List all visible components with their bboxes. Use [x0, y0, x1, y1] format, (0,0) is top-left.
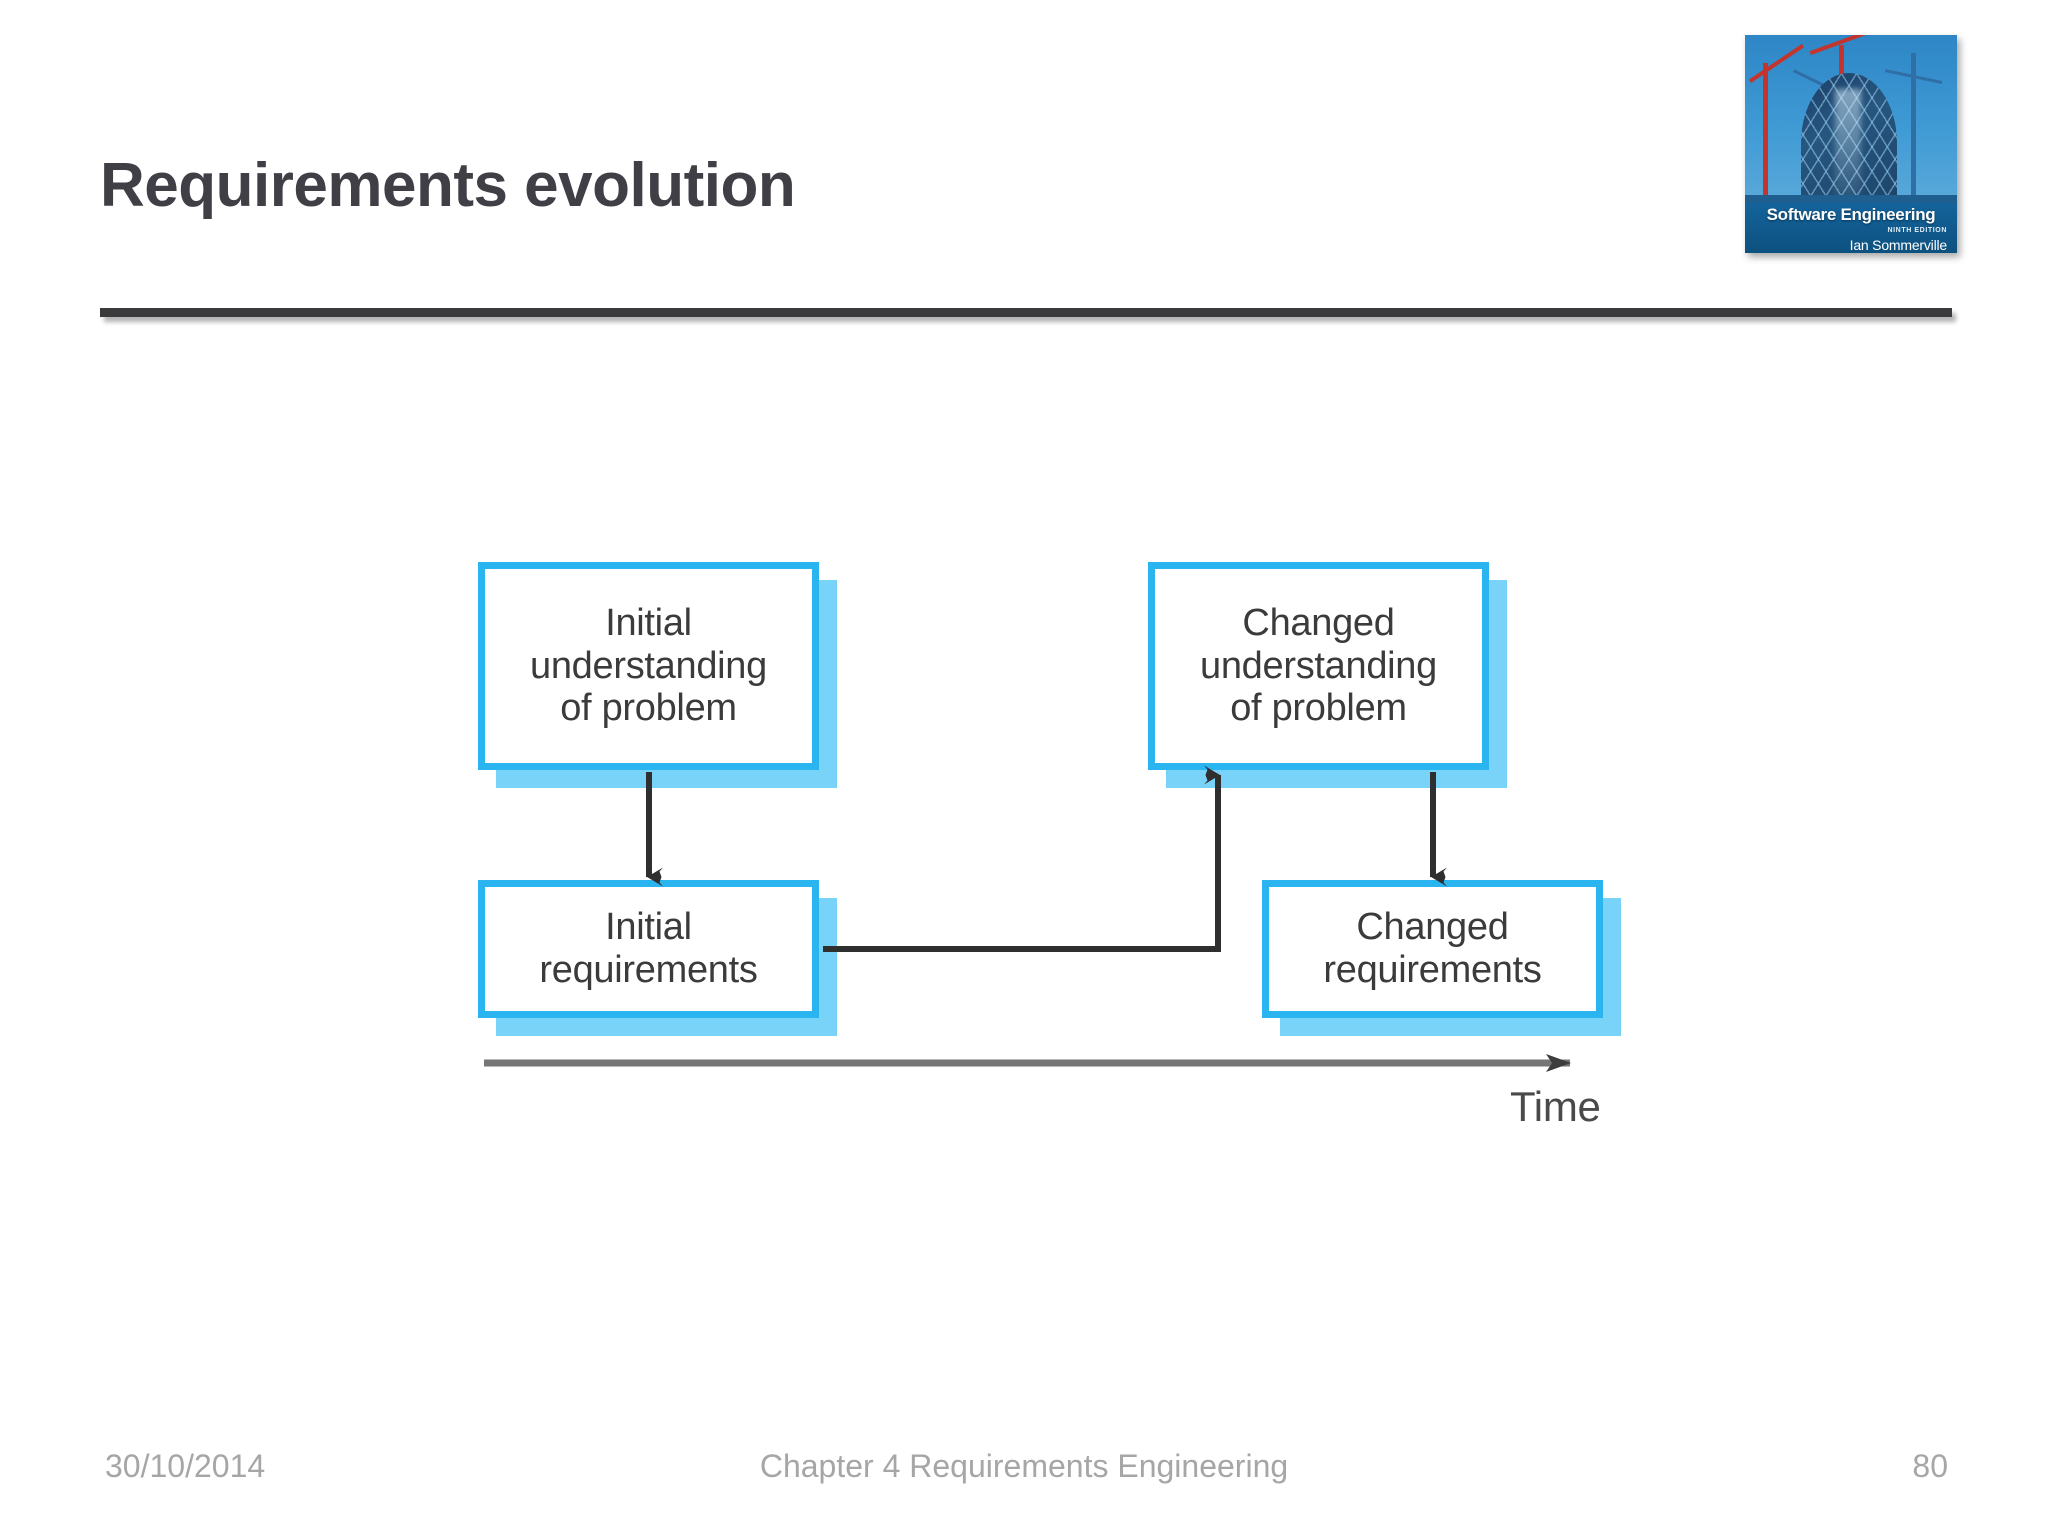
page-title: Requirements evolution: [100, 151, 796, 220]
book-cover-image: Software Engineering NINTH EDITION Ian S…: [1745, 35, 1957, 253]
diagram-box-initial-requirements[interactable]: Initial requirements: [478, 880, 819, 1018]
book-cover-title: Software Engineering: [1766, 205, 1936, 224]
diagram-box-changed-requirements[interactable]: Changed requirements: [1262, 880, 1603, 1018]
diagram-box-label: Initial understanding of problem: [530, 601, 767, 730]
diagram-box-changed-understanding[interactable]: Changed understanding of problem: [1148, 562, 1489, 770]
crane-mast-3-icon: [1911, 53, 1916, 203]
book-cover-band: [1745, 203, 1957, 253]
book-cover-author: Ian Sommerville: [1849, 237, 1948, 253]
title-divider: [100, 308, 1952, 317]
gherkin-tower-icon: [1801, 73, 1897, 205]
diagram-box-label: Changed understanding of problem: [1200, 601, 1437, 730]
book-cover-edition: NINTH EDITION: [1887, 227, 1947, 234]
diagram-box-initial-understanding[interactable]: Initial understanding of problem: [478, 562, 819, 770]
footer-chapter-title: Chapter 4 Requirements Engineering: [759, 1448, 1289, 1484]
arrow-initial-requirements-to-changed-understanding: [823, 765, 1221, 952]
footer-page-number: 80: [1912, 1448, 1948, 1484]
diagram-box-label: Changed requirements: [1323, 906, 1542, 991]
diagram-box-label: Initial requirements: [539, 906, 758, 991]
footer-date: 30/10/2014: [105, 1448, 266, 1484]
time-axis-label: Time: [1510, 1083, 1601, 1130]
crane-mast-1-icon: [1763, 63, 1768, 203]
